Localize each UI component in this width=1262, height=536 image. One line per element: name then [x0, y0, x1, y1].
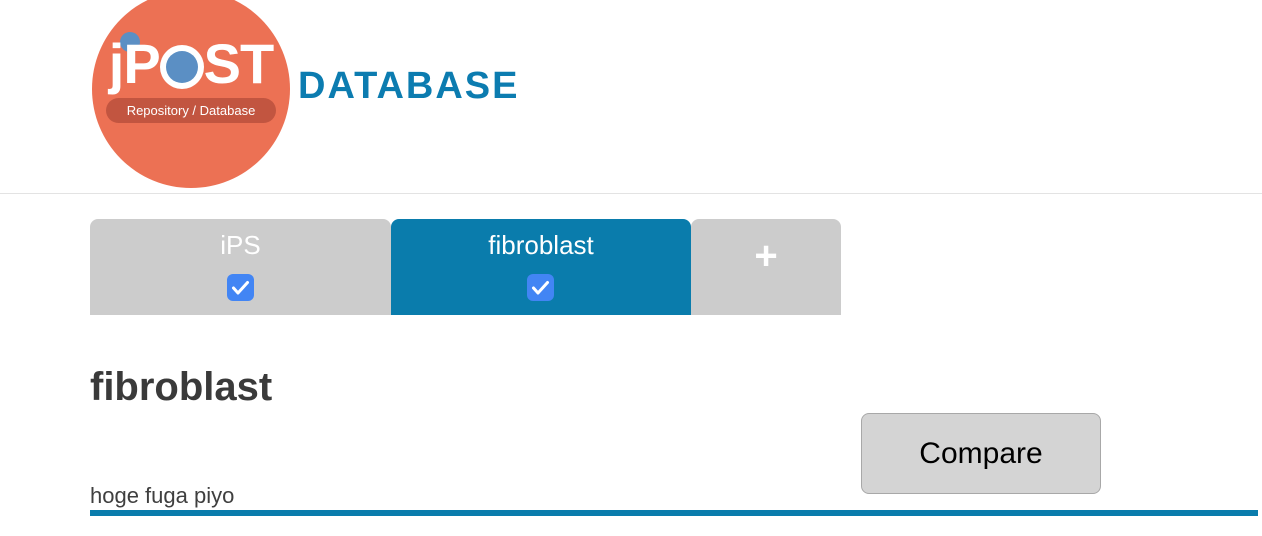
tab-fibroblast-checkbox[interactable]	[527, 274, 554, 301]
logo-wordmark-j: j	[108, 32, 125, 95]
tab-strip-underline	[90, 510, 1258, 516]
plus-icon: +	[754, 234, 778, 278]
logo-o-core	[165, 51, 198, 83]
tab-ips-label: iPS	[220, 230, 261, 260]
tab-strip: iPS fibroblast + Compare	[0, 194, 1262, 516]
logo-badge-label: Repository / Database	[126, 103, 256, 118]
logo-wordmark-p: P	[123, 32, 160, 95]
logo-repository-database-badge: Repository / Database	[106, 98, 276, 123]
site-title: DATABASE	[298, 65, 520, 107]
page-description: hoge fuga piyo	[90, 483, 235, 508]
tab-ips-checkbox[interactable]	[226, 274, 254, 301]
logo-circle-background	[92, 0, 290, 188]
page-title: fibroblast	[90, 365, 273, 409]
logo-accent-dot-icon	[120, 32, 140, 52]
add-tab-button[interactable]: +	[691, 219, 841, 315]
tab-fibroblast[interactable]: fibroblast	[391, 219, 691, 315]
tab-ips[interactable]: iPS	[90, 219, 391, 315]
tab-fibroblast-label: fibroblast	[488, 230, 594, 260]
logo-wordmark-o-icon	[159, 45, 204, 89]
compare-button[interactable]: Compare	[861, 413, 1101, 494]
logo-wordmark-st: ST	[203, 32, 275, 95]
